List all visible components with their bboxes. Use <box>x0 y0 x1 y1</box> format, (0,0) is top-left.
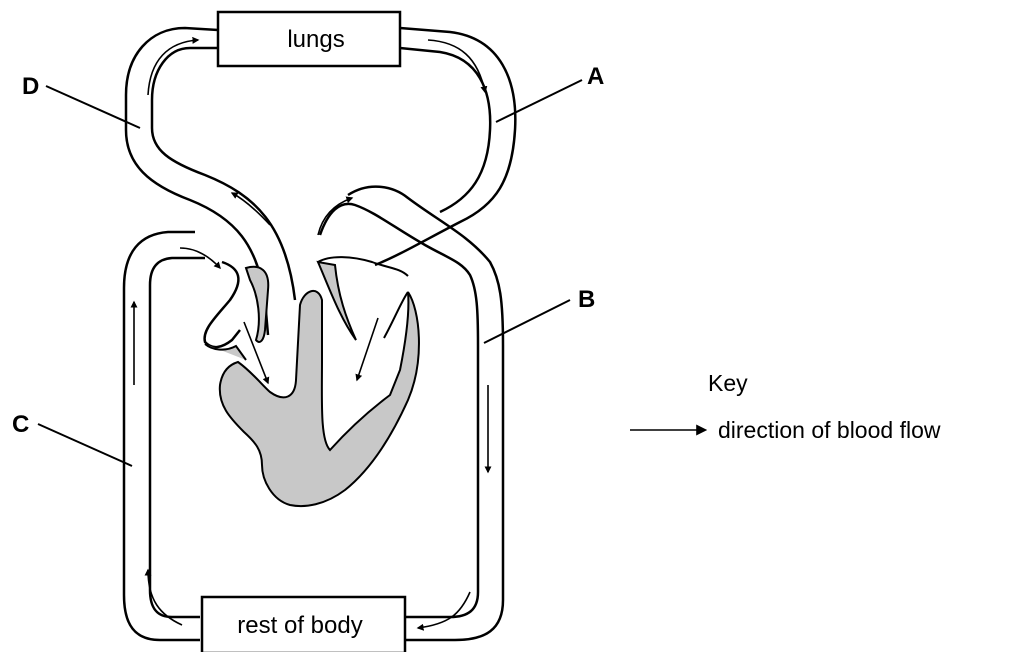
rest-of-body-box: rest of body <box>202 597 405 652</box>
flow-arrow <box>232 193 270 225</box>
label-B: B <box>578 286 595 313</box>
septum-and-ventricles <box>220 291 419 506</box>
lungs-label: lungs <box>287 26 344 53</box>
heart <box>205 257 419 506</box>
rest-of-body-label: rest of body <box>237 612 362 639</box>
key-arrow-description: direction of blood flow <box>718 417 941 443</box>
flow-arrow <box>357 318 378 380</box>
aorta-B <box>320 187 503 640</box>
label-D: D <box>22 73 39 100</box>
flow-arrow <box>428 40 485 92</box>
label-A: A <box>587 63 604 90</box>
leader-line-A <box>496 80 582 122</box>
key: Key direction of blood flow <box>630 370 941 443</box>
label-C: C <box>12 411 29 438</box>
leader-line-B <box>484 300 570 343</box>
flow-arrow <box>418 592 470 628</box>
vena-cava-C <box>124 232 205 640</box>
key-title: Key <box>708 370 748 396</box>
leader-line-C <box>38 424 132 466</box>
lungs-box: lungs <box>218 12 400 66</box>
